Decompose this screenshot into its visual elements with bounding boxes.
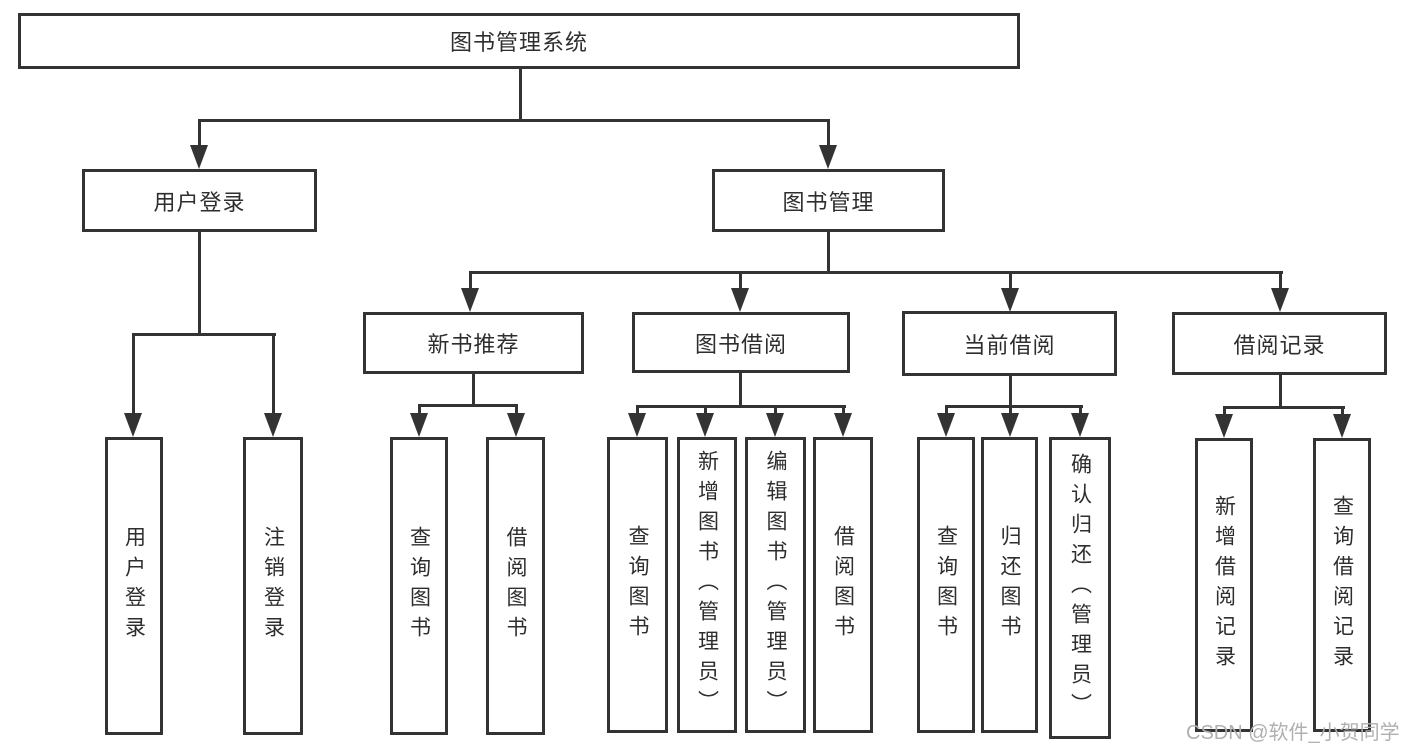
connector-to-leaf — [945, 405, 948, 416]
connector-to-book-management — [827, 119, 830, 148]
node-book-borrow: 图书借阅 — [632, 312, 850, 373]
leaf-label: 查询图书 — [934, 525, 958, 645]
leaf-query-books-1: 查询图书 — [390, 437, 448, 735]
leaf-label: 新增借阅记录 — [1212, 495, 1236, 675]
node-library-management-system: 图书管理系统 — [18, 13, 1020, 69]
connector-to-leaf — [636, 405, 639, 416]
arrow-down-icon — [410, 413, 428, 437]
leaf-label: 确认归还（管理员） — [1068, 453, 1092, 723]
connector-to-leaf — [704, 405, 707, 416]
leaf-user-login: 用户登录 — [105, 437, 163, 735]
node-label: 图书管理系统 — [449, 30, 588, 55]
connector-book-borrow-stem — [739, 372, 742, 408]
arrow-down-icon — [1001, 288, 1019, 312]
connector-borrow-records-bar — [1223, 406, 1345, 409]
arrow-down-icon — [1071, 413, 1089, 437]
arrow-down-icon — [731, 288, 749, 312]
connector-to-leaf — [1009, 405, 1012, 416]
node-user-login: 用户登录 — [82, 169, 317, 232]
arrow-down-icon — [1333, 414, 1351, 438]
arrow-down-icon — [766, 413, 784, 437]
connector-to-current-borrow — [1009, 273, 1012, 290]
leaf-confirm-return-admin: 确认归还（管理员） — [1049, 437, 1111, 739]
leaf-return-books: 归还图书 — [981, 437, 1038, 733]
connector-borrow-records-stem — [1279, 375, 1282, 409]
leaf-label: 借阅图书 — [504, 526, 527, 646]
leaf-add-books-admin: 新增图书（管理员） — [677, 437, 737, 733]
arrow-down-icon — [937, 413, 955, 437]
arrow-down-icon — [461, 288, 479, 312]
leaf-label: 查询图书 — [626, 525, 649, 645]
connector-to-leaf — [1223, 406, 1226, 416]
node-book-management: 图书管理 — [712, 169, 945, 232]
arrow-down-icon — [507, 413, 525, 437]
node-label: 当前借阅 — [963, 332, 1056, 358]
node-label: 图书管理 — [782, 189, 875, 215]
leaf-query-borrow-record: 查询借阅记录 — [1313, 438, 1371, 732]
leaf-edit-books-admin: 编辑图书（管理员） — [745, 437, 806, 733]
node-new-book-recommend: 新书推荐 — [363, 312, 584, 374]
arrow-down-icon — [1271, 288, 1289, 312]
node-borrow-records: 借阅记录 — [1172, 312, 1387, 375]
connector-to-new-book-recommend — [469, 273, 472, 290]
arrow-down-icon — [696, 413, 714, 437]
connector-level2-bar — [198, 119, 830, 122]
arrow-down-icon — [834, 413, 852, 437]
leaf-borrow-books-1: 借阅图书 — [486, 437, 545, 735]
arrow-down-icon — [124, 413, 142, 437]
connector-to-leaf — [515, 404, 518, 416]
arrow-down-icon — [264, 413, 282, 437]
leaf-query-books-2: 查询图书 — [607, 437, 668, 733]
arrow-down-icon — [628, 413, 646, 437]
leaf-label: 编辑图书（管理员） — [764, 450, 787, 720]
node-current-borrow: 当前借阅 — [902, 311, 1117, 376]
connector-level3-bar — [469, 271, 1283, 274]
leaf-label: 注销登录 — [261, 526, 285, 646]
leaf-logout-login: 注销登录 — [243, 437, 303, 735]
leaf-label: 查询图书 — [407, 526, 431, 646]
connector-new-book-bar — [418, 404, 518, 407]
leaf-label: 新增图书（管理员） — [695, 450, 719, 720]
connector-current-borrow-bar — [945, 405, 1083, 408]
leaf-query-books-3: 查询图书 — [917, 437, 975, 733]
connector-root-stem — [519, 69, 522, 121]
connector-to-leaf — [418, 404, 421, 416]
connector-user-login-stem — [198, 232, 201, 336]
connector-new-book-stem — [472, 374, 475, 407]
connector-book-borrow-bar — [636, 405, 846, 408]
connector-to-leaf-user-login — [132, 333, 135, 415]
connector-to-user-login — [198, 119, 201, 148]
leaf-label: 用户登录 — [122, 526, 146, 646]
connector-to-leaf-logout — [272, 333, 275, 415]
watermark: CSDN @软件_小贺同学 — [1186, 722, 1400, 744]
connector-current-borrow-stem — [1009, 376, 1012, 408]
leaf-label: 借阅图书 — [831, 525, 855, 645]
leaf-label: 查询借阅记录 — [1330, 495, 1354, 675]
leaf-add-borrow-record: 新增借阅记录 — [1195, 438, 1253, 732]
connector-to-leaf — [842, 405, 845, 416]
leaf-borrow-books-2: 借阅图书 — [813, 437, 873, 733]
node-label: 借阅记录 — [1233, 332, 1326, 358]
arrow-down-icon — [819, 145, 837, 169]
node-label: 新书推荐 — [427, 332, 520, 357]
node-label: 图书借阅 — [694, 331, 787, 357]
arrow-down-icon — [1001, 413, 1019, 437]
connector-to-borrow-records — [1279, 273, 1282, 290]
connector-to-leaf — [1079, 405, 1082, 416]
arrow-down-icon — [190, 145, 208, 169]
leaf-label: 归还图书 — [998, 525, 1021, 645]
arrow-down-icon — [1215, 414, 1233, 438]
node-label: 用户登录 — [153, 189, 246, 215]
connector-book-mgmt-stem — [827, 232, 830, 273]
connector-to-leaf — [1341, 406, 1344, 416]
connector-user-login-bar — [132, 333, 276, 336]
connector-to-book-borrow — [739, 273, 742, 290]
connector-to-leaf — [774, 405, 777, 416]
